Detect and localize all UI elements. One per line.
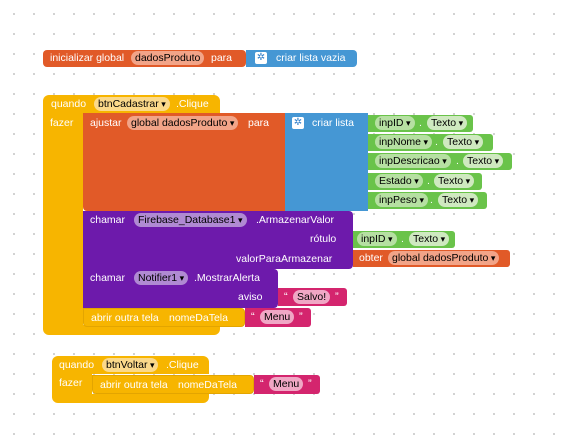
fazer-label: fazer	[59, 377, 83, 389]
event-btnvoltar-footer	[52, 394, 209, 403]
event-btnvoltar-left-bar	[52, 374, 92, 394]
ajustar-label: ajustar	[90, 117, 122, 129]
close-quote-icon: ”	[335, 291, 339, 303]
dot-label: .	[419, 117, 422, 129]
property-dropdown[interactable]: Texto	[434, 174, 475, 188]
notifier-show-alert-block[interactable]: chamar Notifier1 .MostrarAlerta aviso	[83, 269, 278, 308]
create-empty-list-label: criar lista vazia	[276, 52, 346, 64]
global-var-name-field[interactable]: dadosProduto	[131, 51, 205, 65]
list-item-estado[interactable]: Estado . Texto	[368, 173, 482, 190]
text-value-field[interactable]: Salvo!	[293, 290, 331, 304]
text-menu-block[interactable]: “ Menu ”	[245, 308, 311, 327]
dot-label: .	[435, 136, 438, 148]
event-clique-label: .Clique	[166, 359, 199, 371]
open-another-screen-block[interactable]: abrir outra tela nomeDaTela	[92, 375, 254, 394]
quando-label: quando	[59, 359, 95, 371]
text-value-field[interactable]: Menu	[269, 377, 304, 391]
close-quote-icon: ”	[308, 378, 312, 390]
gear-icon[interactable]: ✲	[292, 117, 304, 129]
init-global-label: inicializar global	[50, 52, 125, 64]
dot-label: .	[456, 155, 459, 167]
list-item-inpnome[interactable]: inpNome . Texto	[368, 134, 493, 151]
screen-name-param-label: nomeDaTela	[178, 379, 237, 391]
open-screen-label: abrir outra tela	[100, 379, 168, 391]
set-var-dropdown[interactable]: global dadosProduto	[127, 116, 239, 130]
firebase-store-value-block[interactable]: chamar Firebase_Database1 .ArmazenarValo…	[83, 211, 353, 269]
component-dropdown[interactable]: inpNome	[375, 135, 433, 149]
dot-label: .	[401, 233, 404, 245]
event-clique-label: .Clique	[176, 98, 209, 110]
set-para-label: para	[248, 117, 270, 129]
aviso-label: aviso	[238, 291, 263, 303]
chamar-label: chamar	[90, 272, 126, 284]
open-screen-label: abrir outra tela	[91, 312, 159, 324]
init-global-block[interactable]: inicializar global dadosProduto para	[43, 50, 246, 67]
text-value-field[interactable]: Menu	[260, 310, 295, 324]
rotulo-value-block[interactable]: inpID . Texto	[353, 231, 455, 248]
open-quote-icon: “	[251, 311, 255, 323]
dot-label: .	[430, 194, 433, 206]
valor-para-armazenar-label: valorParaArmazenar	[236, 253, 333, 265]
list-item-inpid[interactable]: inpID . Texto	[368, 115, 473, 132]
create-empty-list-block[interactable]: ✲ criar lista vazia	[246, 50, 357, 67]
chamar-label: chamar	[90, 214, 126, 226]
screen-name-param-label: nomeDaTela	[169, 312, 228, 324]
create-list-block[interactable]: ✲ criar lista	[285, 113, 368, 211]
quando-label: quando	[51, 98, 87, 110]
obter-label: obter	[359, 252, 383, 264]
get-var-dropdown[interactable]: global dadosProduto	[388, 251, 500, 265]
property-dropdown[interactable]: Texto	[427, 116, 468, 130]
notifier-method-label: .MostrarAlerta	[194, 272, 260, 284]
event-btncadastrar-left-bar	[43, 113, 83, 325]
component-dropdown[interactable]: inpPeso	[375, 193, 428, 207]
component-dropdown[interactable]: inpDescricao	[375, 154, 451, 168]
open-another-screen-block[interactable]: abrir outra tela nomeDaTela	[83, 308, 245, 327]
property-dropdown[interactable]: Texto	[438, 193, 479, 207]
list-item-inpdescricao[interactable]: inpDescricao . Texto	[368, 153, 512, 170]
notifier-component-dropdown[interactable]: Notifier1	[134, 271, 189, 285]
property-dropdown[interactable]: Texto	[443, 135, 484, 149]
text-menu-block[interactable]: “ Menu ”	[254, 375, 320, 394]
component-dropdown-btnvoltar[interactable]: btnVoltar	[102, 358, 159, 372]
list-item-inppeso[interactable]: inpPeso . Texto	[368, 192, 487, 209]
open-quote-icon: “	[260, 378, 264, 390]
open-quote-icon: “	[284, 291, 288, 303]
fazer-label: fazer	[50, 117, 74, 129]
component-dropdown[interactable]: inpID	[375, 116, 415, 130]
gear-icon[interactable]: ✲	[255, 52, 267, 64]
component-dropdown[interactable]: inpID	[357, 232, 397, 246]
firebase-method-label: .ArmazenarValor	[256, 214, 335, 226]
get-global-block[interactable]: obter global dadosProduto	[353, 250, 510, 267]
set-global-block[interactable]: ajustar global dadosProduto para	[83, 113, 285, 211]
text-salvo-block[interactable]: “ Salvo! ”	[278, 288, 347, 306]
close-quote-icon: ”	[299, 311, 303, 323]
rotulo-label: rótulo	[310, 233, 337, 245]
dot-label: .	[427, 175, 430, 187]
component-dropdown-btncadastrar[interactable]: btnCadastrar	[94, 97, 170, 111]
component-dropdown[interactable]: Estado	[375, 174, 423, 188]
firebase-component-dropdown[interactable]: Firebase_Database1	[134, 213, 247, 227]
init-para-label: para	[211, 52, 233, 64]
event-btncadastrar-header[interactable]: quando btnCadastrar .Clique	[43, 95, 220, 113]
event-btnvoltar-header[interactable]: quando btnVoltar .Clique	[52, 356, 209, 374]
property-dropdown[interactable]: Texto	[463, 154, 504, 168]
property-dropdown[interactable]: Texto	[409, 232, 450, 246]
event-btncadastrar-footer	[43, 325, 220, 335]
create-list-label: criar lista	[312, 117, 355, 129]
